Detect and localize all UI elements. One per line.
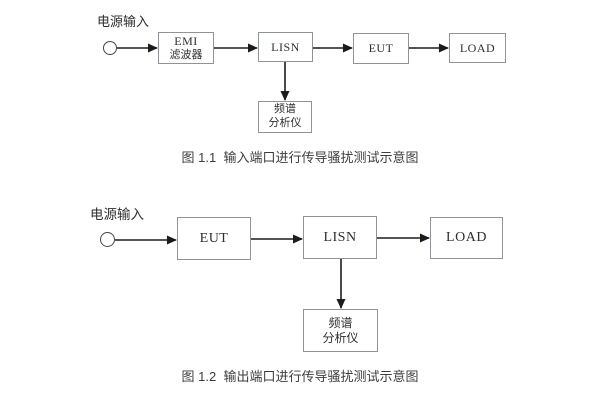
load-label-2: LOAD [446, 230, 487, 246]
emi-filter-label-line2: 滤波器 [169, 48, 203, 61]
lisn-box: LISN [258, 32, 313, 62]
emi-filter-label-line1: EMI [174, 33, 198, 48]
spectrum-analyzer-label-line2: 分析仪 [268, 117, 302, 129]
eut-box: EUT [353, 33, 409, 64]
figure2-caption: 图 1.2 输出端口进行传导骚扰测试示意图 [181, 369, 419, 384]
spectrum-analyzer-box-2: 频谱 分析仪 [303, 309, 378, 352]
spectrum-analyzer-label-2-line1: 频谱 [328, 315, 353, 330]
eut-label: EUT [368, 41, 394, 55]
spectrum-analyzer-box: 频谱 分析仪 [258, 101, 312, 133]
power-input-terminal-icon [103, 41, 117, 55]
load-box: LOAD [449, 33, 506, 63]
emi-filter-box: EMI 滤波器 [158, 32, 214, 64]
eut-label-2: EUT [199, 230, 229, 246]
eut-box-2: EUT [177, 217, 251, 260]
lisn-label: LISN [271, 39, 300, 54]
figure1-caption: 图 1.1 输入端口进行传导骚扰测试示意图 [181, 150, 419, 165]
spectrum-analyzer-label-line1: 频谱 [274, 103, 296, 116]
load-box-2: LOAD [430, 217, 503, 259]
power-input-label-2: 电源输入 [90, 207, 144, 222]
power-input-label: 电源输入 [97, 14, 150, 29]
power-input-terminal-icon-2 [100, 232, 115, 247]
lisn-label-2: LISN [323, 229, 357, 245]
lisn-box-2: LISN [303, 216, 377, 259]
load-label: LOAD [459, 40, 496, 55]
spectrum-analyzer-label-2-line2: 分析仪 [322, 330, 359, 345]
